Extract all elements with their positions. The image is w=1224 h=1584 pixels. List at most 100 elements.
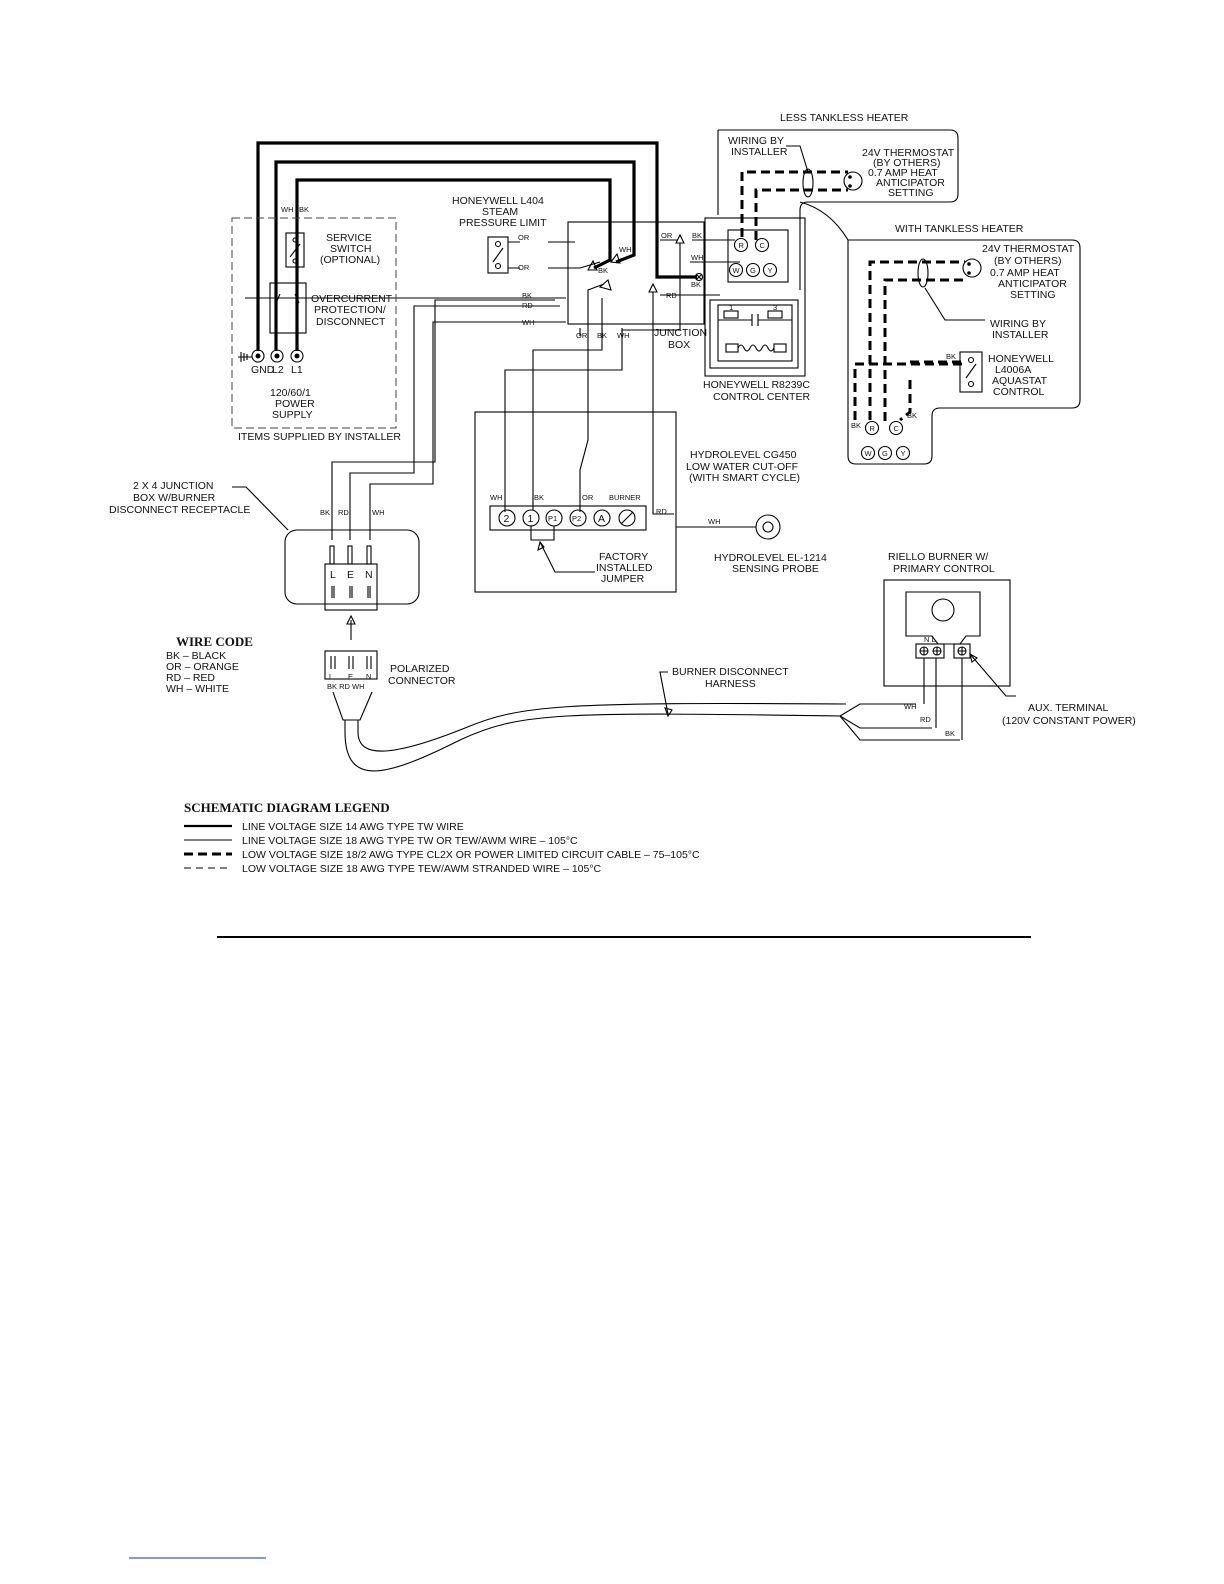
power-supply-line1: 120/60/1 bbox=[270, 387, 311, 399]
svg-text:RD: RD bbox=[522, 301, 533, 310]
svg-text:Y: Y bbox=[901, 449, 906, 458]
junction-2x4-box bbox=[284, 529, 420, 605]
svg-text:WH: WH bbox=[522, 318, 535, 327]
svg-text:OR: OR bbox=[576, 331, 588, 340]
installer-items-box bbox=[231, 217, 397, 429]
wire-l2-heavy bbox=[274, 160, 636, 351]
legend-title: SCHEMATIC DIAGRAM LEGEND bbox=[184, 800, 390, 815]
burner-harness-line2: HARNESS bbox=[705, 678, 756, 690]
sensing-probe-line2: SENSING PROBE bbox=[732, 563, 819, 575]
svg-text:WH: WH bbox=[619, 245, 632, 254]
svg-text:BK: BK bbox=[320, 508, 330, 517]
svg-text:N L: N L bbox=[924, 635, 936, 644]
svg-text:RD: RD bbox=[666, 291, 677, 300]
lwco-terminal-strip bbox=[489, 505, 647, 531]
thermostat-terminals-2: R C W G Y bbox=[860, 420, 911, 461]
svg-text:A: A bbox=[598, 513, 605, 525]
wire-code-wh: WH – WHITE bbox=[166, 683, 229, 695]
burner-line2: PRIMARY CONTROL bbox=[893, 563, 995, 575]
legend-entry-1: LINE VOLTAGE SIZE 14 AWG TYPE TW WIRE bbox=[242, 821, 464, 833]
svg-text:BK: BK bbox=[299, 205, 309, 214]
aux-terminal-line2: (120V CONSTANT POWER) bbox=[1002, 715, 1136, 727]
overcurrent-protection bbox=[269, 282, 307, 334]
thermostat-2-line5: SETTING bbox=[1010, 289, 1056, 301]
with-tankless-title: WITH TANKLESS HEATER bbox=[895, 223, 1024, 235]
wiring-by-installer-2-line1: WIRING BY bbox=[990, 318, 1046, 330]
control-center-line1: HONEYWELL R8239C bbox=[703, 379, 810, 391]
svg-text:BK: BK bbox=[945, 729, 955, 738]
svg-text:BK: BK bbox=[534, 493, 544, 502]
overcurrent-line1: OVERCURRENT bbox=[311, 293, 393, 305]
svg-text:BK: BK bbox=[692, 231, 702, 240]
junction-2x4-line1: 2 X 4 JUNCTION bbox=[133, 480, 214, 492]
control-center-box bbox=[704, 217, 806, 377]
pressure-limit-line1: HONEYWELL L404 bbox=[452, 195, 544, 207]
service-switch-line1: SERVICE bbox=[326, 232, 372, 244]
wire-l1-heavy bbox=[295, 178, 612, 351]
svg-text:W: W bbox=[865, 449, 873, 458]
wiring-by-installer-2-line2: INSTALLER bbox=[992, 329, 1049, 341]
terminal-l2: L2 bbox=[272, 364, 284, 376]
overcurrent-line3: DISCONNECT bbox=[316, 316, 386, 328]
wiring-by-installer-1-line2: INSTALLER bbox=[731, 146, 788, 158]
svg-text:BK RD WH: BK RD WH bbox=[327, 682, 365, 691]
thermostat-1-symbol bbox=[843, 171, 863, 191]
sensing-probe-line1: HYDROLEVEL EL-1214 bbox=[714, 552, 827, 564]
svg-text:BK: BK bbox=[522, 291, 532, 300]
svg-text:WH: WH bbox=[281, 205, 294, 214]
svg-text:Y: Y bbox=[768, 266, 773, 275]
thermostat-1-line4: ANTICIPATOR bbox=[876, 177, 945, 189]
svg-text:BK: BK bbox=[907, 411, 917, 420]
legend-entry-2: LINE VOLTAGE SIZE 18 AWG TYPE TW OR TEW/… bbox=[242, 835, 578, 847]
aquastat-line4: CONTROL bbox=[993, 386, 1044, 398]
thermostat-1-line5: SETTING bbox=[888, 187, 934, 199]
svg-text:OR: OR bbox=[518, 233, 530, 242]
wire-code-or: OR – ORANGE bbox=[166, 661, 239, 673]
pressure-limit-line3: PRESSURE LIMIT bbox=[459, 217, 547, 229]
svg-text:L: L bbox=[329, 672, 333, 681]
receptacle-n: N bbox=[365, 569, 373, 581]
legend-entry-4: LOW VOLTAGE SIZE 18 AWG TYPE TEW/AWM STR… bbox=[242, 863, 602, 875]
aquastat-switch bbox=[959, 351, 983, 393]
aux-terminal-line1: AUX. TERMINAL bbox=[1028, 702, 1108, 714]
svg-text:RD: RD bbox=[338, 508, 349, 517]
lwco-line1: HYDROLEVEL CG450 bbox=[690, 449, 797, 461]
svg-text:R: R bbox=[870, 424, 876, 433]
legend-entry-3: LOW VOLTAGE SIZE 18/2 AWG TYPE CL2X OR P… bbox=[242, 849, 700, 861]
wire-code-title: WIRE CODE bbox=[176, 634, 253, 649]
power-supply-terminals bbox=[238, 349, 304, 363]
svg-text:R: R bbox=[739, 241, 745, 250]
service-switch-line3: (OPTIONAL) bbox=[320, 254, 380, 266]
pressure-limit-switch bbox=[487, 236, 509, 274]
factory-jumper-line1: FACTORY bbox=[599, 551, 648, 563]
thermostat-2-symbol bbox=[962, 258, 982, 278]
thermostat-1-line1: 24V THERMOSTAT bbox=[862, 147, 955, 159]
svg-text:OR: OR bbox=[582, 493, 594, 502]
aquastat-line1: HONEYWELL bbox=[988, 353, 1054, 365]
terminal-gnd: GND bbox=[251, 364, 275, 376]
thermostat-2-line3: 0.7 AMP HEAT bbox=[990, 267, 1060, 279]
svg-text:BK: BK bbox=[691, 280, 701, 289]
burner-box bbox=[883, 579, 1011, 687]
power-supply-line3: SUPPLY bbox=[272, 409, 313, 421]
burner-line1: RIELLO BURNER W/ bbox=[888, 551, 988, 563]
svg-text:1: 1 bbox=[729, 303, 733, 312]
polarized-connector-line2: CONNECTOR bbox=[388, 675, 456, 687]
svg-text:N: N bbox=[366, 672, 371, 681]
svg-text:BK: BK bbox=[851, 421, 861, 430]
svg-text:BK: BK bbox=[946, 352, 956, 361]
junction-2x4-line2: BOX W/BURNER bbox=[133, 492, 216, 504]
svg-text:P2: P2 bbox=[572, 514, 581, 523]
aquastat-line2: L4006A bbox=[995, 364, 1031, 376]
less-tankless-title: LESS TANKLESS HEATER bbox=[780, 112, 909, 124]
svg-text:WH: WH bbox=[490, 493, 503, 502]
receptacle-l: L bbox=[330, 569, 336, 581]
pressure-limit-line2: STEAM bbox=[482, 206, 518, 218]
polarized-connector-line1: POLARIZED bbox=[390, 663, 450, 675]
receptacle-e: E bbox=[347, 569, 354, 581]
factory-jumper-line2: INSTALLED bbox=[596, 562, 653, 574]
control-center-line2: CONTROL CENTER bbox=[713, 391, 810, 403]
svg-text:G: G bbox=[750, 266, 756, 275]
wire-gnd-heavy bbox=[256, 141, 697, 351]
